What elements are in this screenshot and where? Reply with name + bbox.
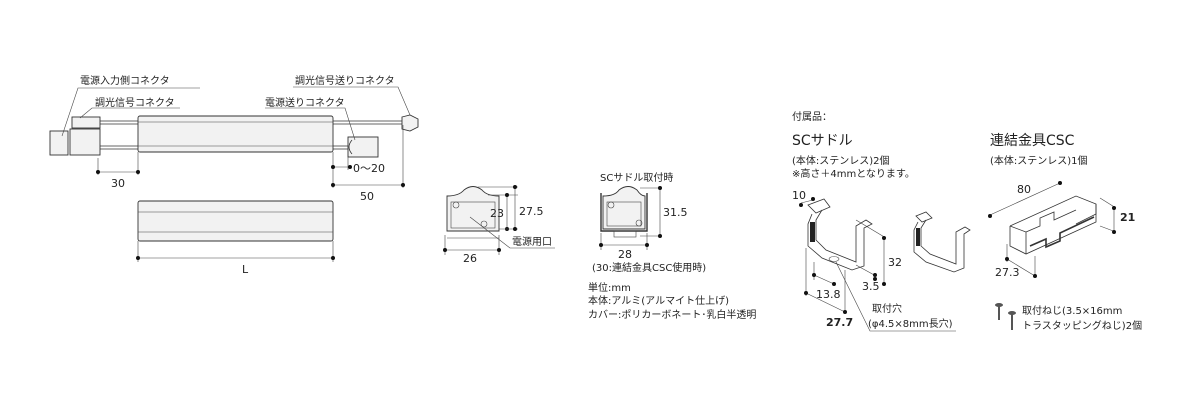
spec-notes: 単位:mm 本体:アルミ(アルマイト仕上げ) カバー:ポリカーボネート･乳白半透… <box>588 281 756 321</box>
label-mounting-hole: 取付穴 <box>872 302 902 315</box>
mounting-hole-spec: (φ4.5×8mm長穴) <box>868 317 953 330</box>
connector-block-icon <box>69 128 101 156</box>
note-body: 本体:アルミ(アルマイト仕上げ) <box>588 294 729 307</box>
csc-bracket-icon <box>1009 195 1097 255</box>
dim-saddle-width: 28 <box>618 248 632 261</box>
saddle-width-note: (30:連結金具CSC使用時) <box>592 261 706 274</box>
sc-saddle-icon <box>807 198 873 271</box>
csc-material: (本体:ステンレス)1個 <box>990 154 1088 167</box>
sc-saddle-note: ※高さ＋4mmとなります。 <box>792 167 915 180</box>
note-unit: 単位:mm <box>588 281 631 294</box>
accessories: 付属品： SCサドル (本体:ステンレス)2個 ※高さ＋4mmとなります。 10… <box>792 110 1142 332</box>
label-dimming-connector: 調光信号コネクタ <box>95 96 175 109</box>
sc-saddle-alt-icon <box>913 211 971 273</box>
screw-icon <box>995 303 1016 330</box>
label-dimming-feed-connector: 調光信号送りコネクタ <box>295 74 395 87</box>
power-input-connector-icon <box>49 130 69 156</box>
accessories-heading: 付属品： <box>792 110 832 123</box>
dim-saddle-depth: 27.7 <box>826 316 853 329</box>
sc-saddle-title: SCサドル <box>792 133 853 149</box>
dim-saddle-height: 32 <box>888 256 902 269</box>
saddle-profile-section: SCサドル取付時 28 (30:連結金具CSC使用時) 31.5 <box>592 171 706 274</box>
csc-title: 連結金具CSC <box>990 133 1075 149</box>
dim-feed-range: 0〜20 <box>353 162 385 175</box>
fixture-body <box>137 115 334 153</box>
dim-csc-length: 80 <box>1017 183 1031 196</box>
dim-csc-width: 27.3 <box>995 266 1020 279</box>
sc-saddle-material: (本体:ステンレス)2個 <box>792 154 890 167</box>
dimming-connector-icon <box>71 116 101 129</box>
dim-profile-inner-height: 23 <box>490 207 504 220</box>
dim-profile-total-height: 27.5 <box>519 205 544 218</box>
profile-section: 26 23 27.5 電源用口 <box>443 185 555 265</box>
label-power-port: 電源用口 <box>512 235 552 248</box>
power-feed-connector-icon <box>347 136 379 158</box>
dim-saddle-lip: 3.5 <box>862 280 880 293</box>
note-cover: カバー:ポリカーボネート･乳白半透明 <box>588 308 756 321</box>
fixture-side-view: L <box>136 200 335 276</box>
label-power-feed-connector: 電源送りコネクタ <box>265 96 345 109</box>
dim-right-offset: 50 <box>360 190 374 203</box>
fixture-top-view: 電源入力側コネクタ 調光信号コネクタ 電源送りコネクタ 調光信号送りコネクタ 3… <box>49 74 419 203</box>
dim-saddle-height: 31.5 <box>663 206 688 219</box>
saddle-profile-title: SCサドル取付時 <box>600 171 673 184</box>
dim-saddle-hole-pos: 13.8 <box>816 288 841 301</box>
screws-spec-line2: トラスタッピングねじ)2個 <box>1022 319 1142 332</box>
dim-left-offset: 30 <box>111 177 125 190</box>
dim-saddle-top: 10 <box>792 189 806 202</box>
dim-csc-height: 21 <box>1120 211 1135 224</box>
label-power-input-connector: 電源入力側コネクタ <box>80 74 170 87</box>
screws-spec-line1: 取付ねじ(3.5×16mm <box>1022 304 1122 317</box>
dim-length: L <box>242 263 249 276</box>
dim-profile-width: 26 <box>463 252 477 265</box>
dimming-feed-connector-icon <box>401 114 419 132</box>
